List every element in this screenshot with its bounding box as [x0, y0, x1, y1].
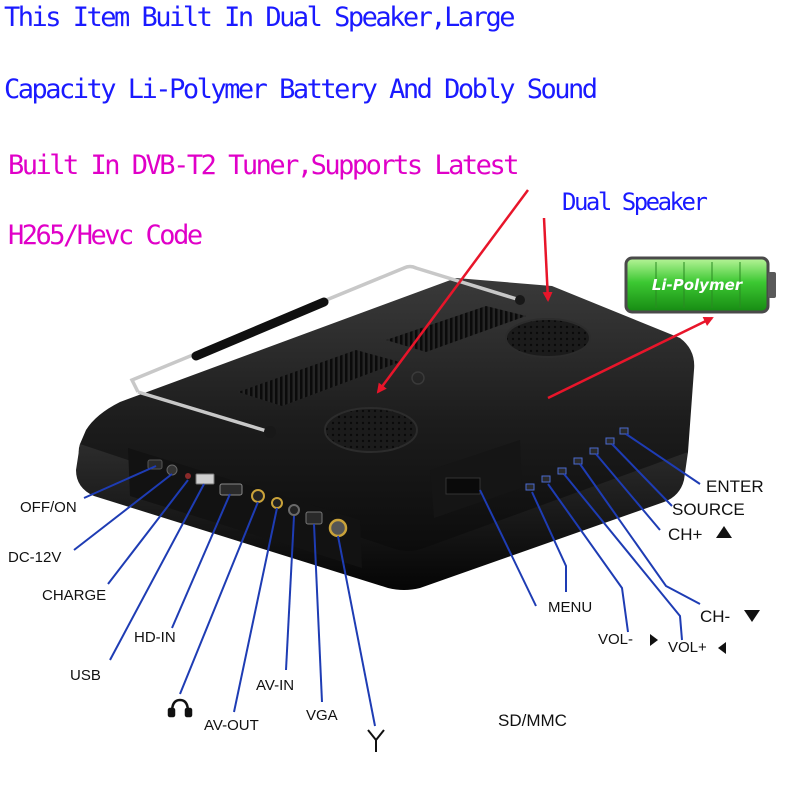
triangle-left-icon — [718, 642, 726, 654]
label-menu: MENU — [548, 599, 592, 616]
speaker-right — [505, 318, 591, 358]
leader-hd-in — [171, 493, 231, 629]
antenna-icon — [367, 729, 385, 752]
port-row — [147, 427, 629, 538]
leader-vol-minus — [547, 483, 629, 633]
leader-av-in — [285, 515, 295, 671]
menu-button[interactable] — [525, 483, 535, 491]
triangle-down-icon — [744, 610, 760, 622]
triangle-right-icon — [650, 634, 658, 646]
label-hd-in: HD-IN — [134, 629, 176, 646]
label-source: SOURCE — [672, 500, 745, 519]
leader-usb — [109, 483, 205, 661]
leader-dc12v — [73, 473, 173, 551]
leader-charge — [107, 479, 189, 585]
speaker-arrow-right — [542, 217, 553, 302]
headline-line-2: Capacity Li-Polymer Battery And Dobly So… — [4, 74, 598, 105]
leader-headphone — [179, 501, 259, 695]
leader-lines-right — [479, 433, 701, 641]
dc-jack — [166, 464, 178, 476]
leader-ch-plus — [595, 453, 661, 531]
label-ch-minus: CH- — [700, 607, 730, 626]
callout-arrows — [376, 189, 714, 400]
speaker-arrow-left — [376, 189, 530, 394]
carry-handle-arm — [137, 390, 271, 434]
label-vol-plus: VOL+ — [668, 639, 707, 656]
screw-hole — [411, 371, 425, 385]
leader-lines-left — [73, 465, 376, 727]
label-dc12v: DC-12V — [8, 549, 61, 566]
carry-handle-grip — [191, 297, 329, 361]
ch-minus-button[interactable] — [573, 457, 583, 465]
leader-ch-minus — [579, 463, 701, 605]
vol-minus-button[interactable] — [541, 475, 551, 483]
label-av-out: AV-OUT — [204, 717, 259, 734]
label-ch-plus: CH+ — [668, 525, 703, 544]
carry-handle — [129, 264, 521, 393]
leader-vol-plus — [563, 473, 683, 641]
leader-vga — [313, 523, 323, 703]
source-button[interactable] — [605, 437, 615, 445]
battery-label: Li-Polymer — [652, 276, 744, 294]
leader-sd-mmc — [479, 489, 537, 607]
enter-button[interactable] — [619, 427, 629, 435]
label-enter: ENTER — [706, 477, 764, 496]
headline-line-1: This Item Built In Dual Speaker,Large — [4, 2, 515, 33]
av-in-jack — [288, 504, 300, 516]
label-vol-minus: VOL- — [598, 631, 633, 648]
triangle-up-icon — [716, 526, 732, 538]
label-vga: VGA — [306, 707, 338, 724]
vent-grill-rear — [386, 306, 526, 352]
headline-line-3: Built In DVB-T2 Tuner,Supports Latest — [8, 150, 519, 181]
charge-led — [185, 473, 191, 479]
leader-antenna — [337, 535, 376, 727]
vent-grill-front — [238, 350, 400, 406]
leader-source — [611, 443, 673, 507]
usb-port — [195, 473, 215, 485]
label-av-in: AV-IN — [256, 677, 294, 694]
av-out-jack — [271, 497, 283, 509]
headline-line-4: H265/Hevc Code — [8, 220, 203, 251]
headphone-jack — [251, 489, 265, 503]
label-usb: USB — [70, 667, 101, 684]
sd-card-slot — [445, 477, 481, 495]
handle-pivot — [515, 295, 525, 305]
leader-enter — [625, 433, 701, 485]
speaker-left — [324, 407, 418, 453]
label-charge: CHARGE — [42, 587, 106, 604]
battery-icon: Li-Polymer — [624, 256, 776, 314]
battery-arrow — [547, 316, 714, 400]
leader-menu — [531, 491, 567, 592]
leader-off-on — [83, 465, 157, 499]
tv-device — [76, 264, 695, 590]
dual-speaker-label: Dual Speaker — [562, 188, 708, 216]
power-switch[interactable] — [147, 459, 163, 470]
ch-plus-button[interactable] — [589, 447, 599, 455]
hdmi-port — [219, 483, 243, 496]
leader-av-out — [233, 507, 278, 713]
antenna-port — [328, 518, 348, 538]
vga-port — [305, 511, 323, 525]
vol-plus-button[interactable] — [557, 467, 567, 475]
headphone-icon — [167, 698, 193, 718]
label-off-on: OFF/ON — [20, 499, 77, 516]
label-sd-mmc: SD/MMC — [498, 711, 567, 730]
handle-pivot — [264, 426, 276, 438]
